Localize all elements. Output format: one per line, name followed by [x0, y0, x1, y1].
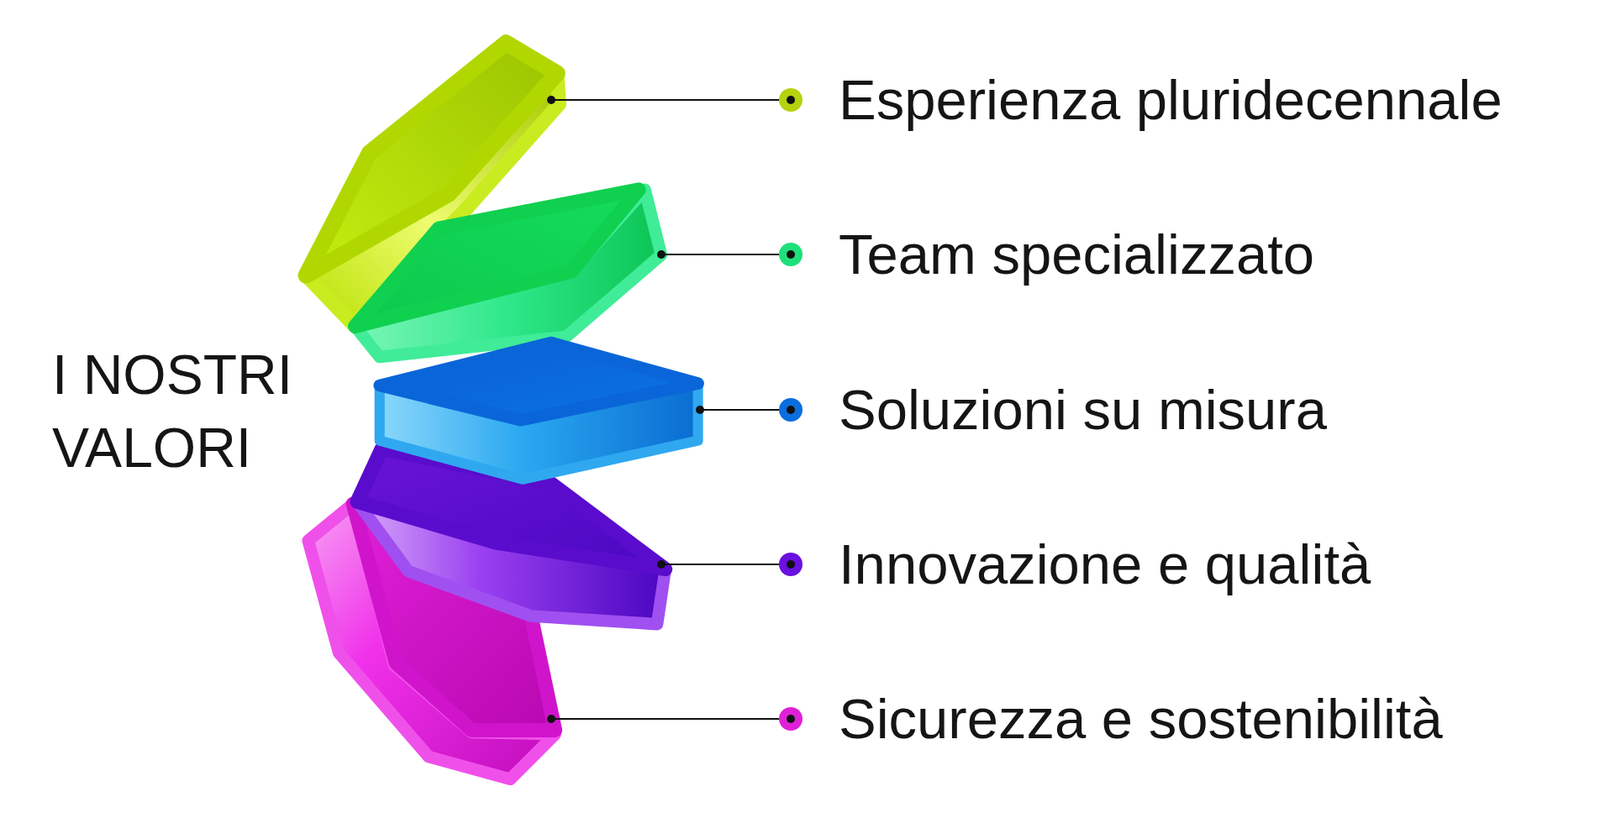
leader-line: [700, 409, 791, 411]
leader-line: [551, 99, 791, 101]
bullet-center: [786, 95, 795, 105]
value-label: Sicurezza e sostenibilità: [838, 685, 1443, 753]
bullet-center: [786, 250, 795, 259]
anchor-dot: [657, 250, 666, 259]
anchor-dot: [547, 715, 556, 724]
green-slab: [355, 189, 662, 358]
bullet-dot: [778, 88, 803, 112]
value-label: Soluzioni su misura: [838, 376, 1327, 444]
bullet-dot: [778, 242, 803, 267]
bullet-center: [786, 560, 795, 569]
bullet-dot: [778, 707, 803, 732]
bullet-dot: [778, 398, 803, 422]
value-label: Team specializzato: [838, 221, 1315, 289]
bullet-center: [786, 715, 795, 724]
leader-line: [661, 253, 791, 256]
anchor-dot: [695, 405, 705, 415]
leader-lines: [547, 88, 803, 732]
value-label: Esperienza pluridecennale: [838, 66, 1503, 134]
diagram-title: I NOSTRI VALORI: [52, 338, 322, 485]
leader-line: [551, 718, 791, 721]
blue-slab: [379, 342, 699, 480]
leader-line: [661, 563, 791, 566]
value-label: Innovazione e qualità: [838, 531, 1371, 599]
bullet-dot: [778, 552, 803, 577]
anchor-dot: [547, 95, 556, 105]
anchor-dot: [657, 560, 666, 569]
bullet-center: [786, 405, 795, 415]
